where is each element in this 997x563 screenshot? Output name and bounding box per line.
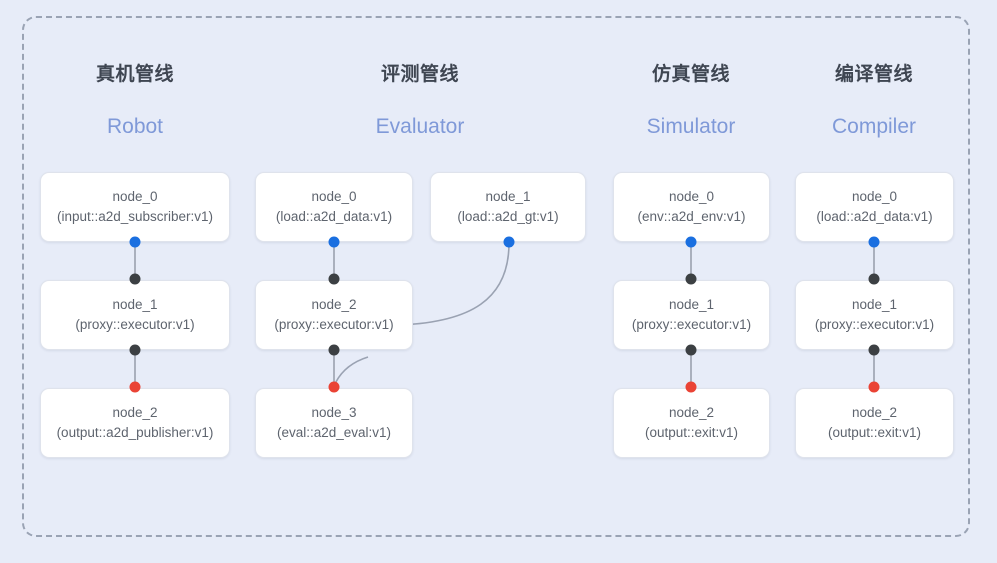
node-box-compiler-1[interactable]: node_1 (proxy::executor:v1): [795, 280, 954, 350]
column-title-robot: 真机管线: [95, 64, 174, 85]
port-in-robot-2[interactable]: [129, 381, 141, 393]
port-out-robot-0[interactable]: [129, 236, 141, 248]
edge-evaluator-0-2: [333, 240, 335, 282]
column-title-evaluator: 评测管线: [380, 64, 459, 85]
port-in-simulator-2[interactable]: [685, 381, 697, 393]
port-in-compiler-1[interactable]: [868, 273, 880, 285]
column-subtitle-compiler: Compiler: [831, 115, 917, 138]
node-name: node_2: [668, 405, 715, 420]
node-box-simulator-1[interactable]: node_1 (proxy::executor:v1): [613, 280, 770, 350]
node-name: node_1: [112, 297, 158, 312]
curved-edge-gt-to-executor: [399, 242, 510, 326]
column-subtitle-evaluator: Evaluator: [375, 115, 465, 138]
node-type: (load::a2d_data:v1): [275, 209, 393, 224]
port-in-evaluator-3[interactable]: [328, 381, 340, 393]
node-type: (output::a2d_publisher:v1): [56, 425, 214, 440]
node-name: node_3: [311, 405, 357, 420]
port-in-compiler-2[interactable]: [868, 381, 880, 393]
port-out-simulator-1[interactable]: [685, 344, 697, 356]
edge-robot-1-2: [134, 348, 136, 388]
node-type: (eval::a2d_eval:v1): [276, 425, 392, 440]
port-out-evaluator-1[interactable]: [503, 236, 515, 248]
port-out-evaluator-2[interactable]: [328, 344, 340, 356]
node-name: node_2: [112, 405, 158, 420]
curved-edge-tail-to-eval: [333, 356, 369, 387]
edge-compiler-1-2: [873, 348, 875, 388]
column-header-robot: 真机管线 Robot: [40, 62, 230, 142]
node-name: node_1: [485, 189, 531, 204]
port-out-robot-1[interactable]: [129, 344, 141, 356]
column-header-evaluator: 评测管线 Evaluator: [330, 62, 510, 142]
node-type: (proxy::executor:v1): [75, 317, 195, 332]
node-box-simulator-0[interactable]: node_0 (env::a2d_env:v1): [613, 172, 770, 242]
port-out-compiler-0[interactable]: [868, 236, 880, 248]
port-in-evaluator-2[interactable]: [328, 273, 340, 285]
diagram-dashed-frame: [22, 16, 970, 537]
node-type: (env::a2d_env:v1): [637, 209, 746, 224]
port-out-simulator-0[interactable]: [685, 236, 697, 248]
node-type: (load::a2d_data:v1): [816, 209, 933, 224]
node-name: node_0: [851, 189, 898, 204]
node-box-compiler-0[interactable]: node_0 (load::a2d_data:v1): [795, 172, 954, 242]
column-title-compiler: 编译管线: [834, 64, 913, 85]
node-name: node_0: [311, 189, 357, 204]
edge-robot-0-1: [134, 240, 136, 282]
node-box-evaluator-0[interactable]: node_0 (load::a2d_data:v1): [255, 172, 413, 242]
port-in-simulator-1[interactable]: [685, 273, 697, 285]
node-name: node_1: [668, 297, 715, 312]
node-box-simulator-2[interactable]: node_2 (output::exit:v1): [613, 388, 770, 458]
column-subtitle-simulator: Simulator: [646, 115, 736, 138]
port-in-robot-1[interactable]: [129, 273, 141, 285]
column-subtitle-robot: Robot: [106, 115, 164, 138]
column-header-compiler: 编译管线 Compiler: [784, 62, 964, 142]
node-name: node_1: [851, 297, 898, 312]
node-type: (output::exit:v1): [644, 425, 739, 440]
node-name: node_0: [112, 189, 158, 204]
node-type: (load::a2d_gt:v1): [457, 209, 559, 224]
node-type: (output::exit:v1): [827, 425, 922, 440]
node-box-evaluator-1[interactable]: node_1 (load::a2d_gt:v1): [430, 172, 586, 242]
column-title-simulator: 仿真管线: [651, 64, 730, 85]
edge-simulator-0-1: [690, 240, 692, 282]
node-type: (input::a2d_subscriber:v1): [56, 209, 214, 224]
edge-compiler-0-1: [873, 240, 875, 282]
node-name: node_0: [668, 189, 715, 204]
node-box-evaluator-2[interactable]: node_2 (proxy::executor:v1): [255, 280, 413, 350]
port-out-evaluator-0[interactable]: [328, 236, 340, 248]
node-name: node_2: [851, 405, 898, 420]
column-header-simulator: 仿真管线 Simulator: [601, 62, 781, 142]
node-box-robot-1[interactable]: node_1 (proxy::executor:v1): [40, 280, 230, 350]
node-box-robot-0[interactable]: node_0 (input::a2d_subscriber:v1): [40, 172, 230, 242]
node-type: (proxy::executor:v1): [274, 317, 394, 332]
port-out-compiler-1[interactable]: [868, 344, 880, 356]
node-box-evaluator-3[interactable]: node_3 (eval::a2d_eval:v1): [255, 388, 413, 458]
node-box-robot-2[interactable]: node_2 (output::a2d_publisher:v1): [40, 388, 230, 458]
node-type: (proxy::executor:v1): [631, 317, 752, 332]
node-name: node_2: [311, 297, 357, 312]
node-type: (proxy::executor:v1): [814, 317, 935, 332]
edge-simulator-1-2: [690, 348, 692, 388]
node-box-compiler-2[interactable]: node_2 (output::exit:v1): [795, 388, 954, 458]
